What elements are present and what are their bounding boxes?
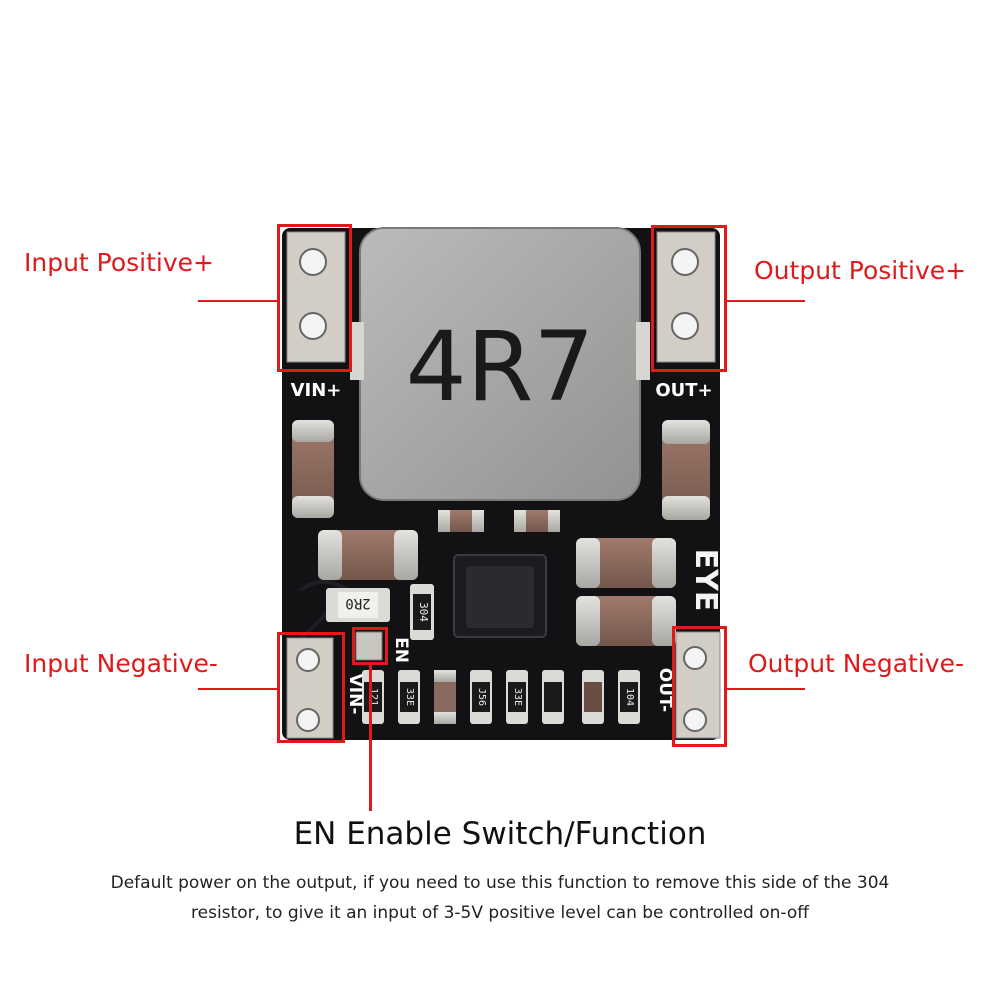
resistor-121-marking: 121 bbox=[368, 688, 379, 706]
inductor-marking: 4R7 bbox=[406, 311, 595, 423]
silk-out-plus: OUT+ bbox=[655, 380, 712, 401]
caption-description: Default power on the output, if you need… bbox=[110, 873, 890, 923]
leader-input-positive bbox=[198, 300, 278, 302]
callout-box-output-positive bbox=[651, 225, 727, 372]
inductor: 4R7 bbox=[350, 227, 650, 501]
caption-title: EN Enable Switch/Function bbox=[293, 816, 707, 852]
vin-plus-pads bbox=[286, 231, 346, 363]
ic-chip bbox=[453, 554, 547, 638]
capacitor-mid-left bbox=[318, 530, 418, 580]
callout-box-input-positive bbox=[277, 224, 352, 372]
resistor-304: 304 bbox=[410, 584, 434, 640]
callout-box-en bbox=[352, 627, 388, 665]
leader-input-negative bbox=[198, 688, 278, 690]
resistor-row: 121 33E J56 33E 104 bbox=[362, 670, 640, 724]
leader-en bbox=[369, 665, 372, 811]
small-capacitor-1 bbox=[438, 510, 484, 532]
silk-en: EN bbox=[391, 637, 411, 663]
label-input-negative: Input Negative- bbox=[24, 649, 218, 678]
callout-box-output-negative bbox=[672, 626, 727, 747]
capacitor-mid-right-bottom bbox=[576, 596, 676, 646]
out-minus-pads bbox=[675, 631, 721, 739]
capacitor-mid-right-top bbox=[576, 538, 676, 588]
leader-output-negative bbox=[727, 688, 805, 690]
label-output-positive: Output Positive+ bbox=[754, 256, 967, 285]
resistor-104-marking: 104 bbox=[624, 688, 635, 706]
label-input-positive: Input Positive+ bbox=[24, 248, 215, 277]
silk-vin-plus: VIN+ bbox=[291, 380, 342, 401]
resistor-2r0-marking: 2R0 bbox=[345, 595, 370, 611]
out-plus-pads bbox=[656, 231, 716, 363]
silk-brand: EYE bbox=[688, 549, 723, 612]
vin-minus-pads bbox=[286, 637, 334, 739]
capacitor-left bbox=[292, 420, 334, 518]
resistor-33e-marking-2: 33E bbox=[512, 688, 523, 706]
label-output-negative: Output Negative- bbox=[748, 649, 965, 678]
en-pad bbox=[355, 631, 383, 661]
resistor-2r0: 2R0 bbox=[326, 588, 390, 622]
callout-box-input-negative bbox=[277, 632, 345, 743]
capacitor-right bbox=[662, 420, 710, 520]
silk-out-minus: OUT- bbox=[655, 668, 675, 712]
resistor-33e-marking: 33E bbox=[404, 688, 415, 706]
resistor-304-marking: 304 bbox=[417, 602, 430, 622]
small-capacitor-2 bbox=[514, 510, 560, 532]
leader-output-positive bbox=[727, 300, 805, 302]
silk-vin-minus: VIN- bbox=[345, 674, 365, 715]
resistor-j56-marking: J56 bbox=[476, 688, 487, 706]
